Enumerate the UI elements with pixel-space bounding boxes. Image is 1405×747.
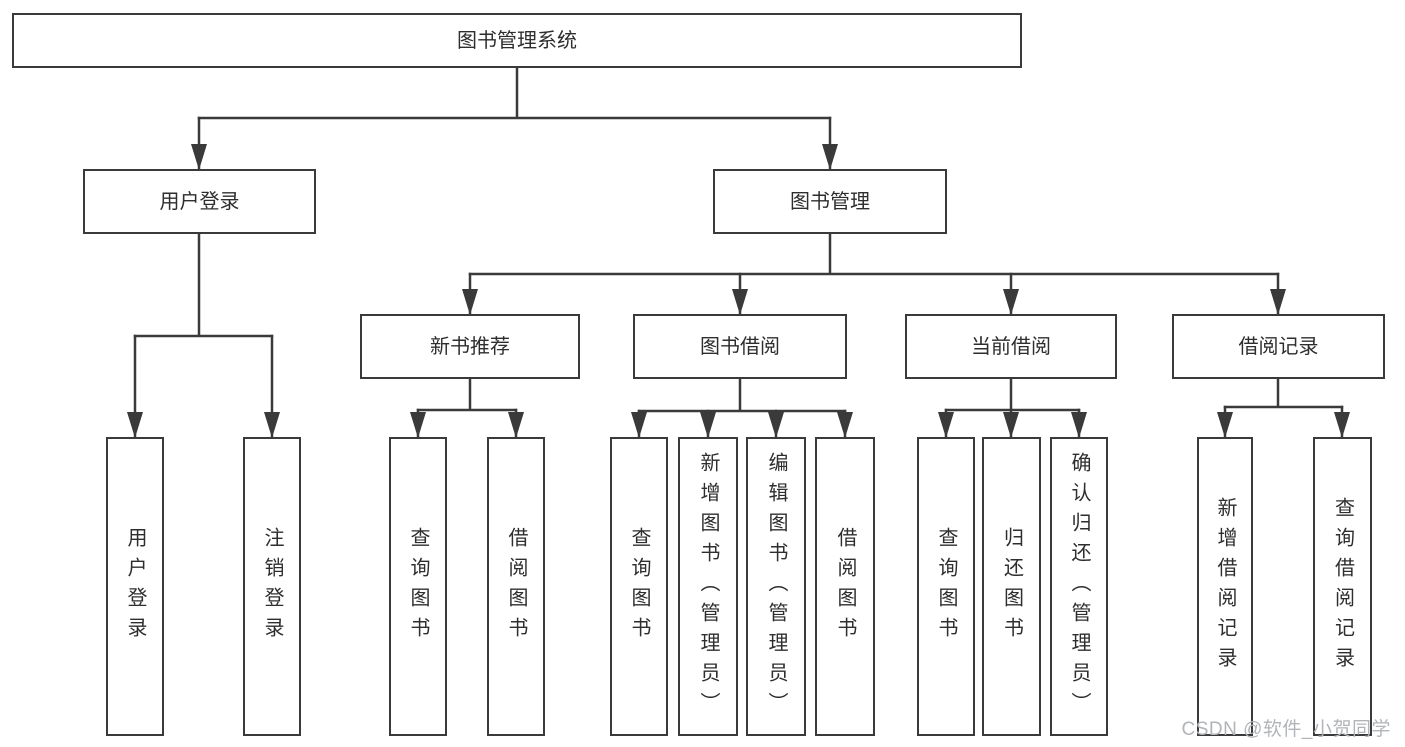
node-confirm-return-admin: 确认归还（管理员） [1050,437,1108,736]
node-add-books-admin: 新增图书（管理员） [678,437,738,736]
node-add-borrow-record: 新增借阅记录 [1197,437,1253,736]
node-label: 借阅记录 [1238,335,1319,358]
node-label: 图书借阅 [700,335,780,358]
node-label: 图书管理系统 [457,29,577,52]
node-query-books-current: 查询图书 [917,437,975,736]
node-label: 确认归还（管理员） [1068,451,1090,722]
node-label: 新书推荐 [430,335,510,358]
node-new-book-recommendation: 新书推荐 [360,314,580,379]
node-user-login-action: 用户登录 [106,437,164,736]
node-label: 当前借阅 [971,335,1051,358]
node-query-borrow-record: 查询借阅记录 [1313,437,1372,736]
node-borrowing-records: 借阅记录 [1172,314,1385,379]
node-user-login: 用户登录 [83,169,316,234]
node-label: 用户登录 [124,526,146,647]
node-book-management: 图书管理 [713,169,947,234]
node-current-borrowing: 当前借阅 [905,314,1117,379]
node-label: 归还图书 [1000,526,1023,647]
node-label: 借阅图书 [834,526,856,647]
node-logout: 注销登录 [243,437,301,736]
node-library-management-system: 图书管理系统 [12,13,1022,68]
node-label: 注销登录 [261,526,283,647]
node-label: 查询借阅记录 [1331,496,1354,677]
node-label: 借阅图书 [505,526,527,647]
node-label: 编辑图书（管理员） [765,451,787,722]
node-label: 查询图书 [628,526,650,647]
node-query-books-borrowing: 查询图书 [610,437,668,736]
node-label: 新增图书（管理员） [697,451,719,722]
node-query-books-recommendation: 查询图书 [389,437,447,736]
node-return-books: 归还图书 [982,437,1041,736]
watermark: CSDN @软件_小贺同学 [1181,719,1391,740]
node-label: 用户登录 [159,190,240,213]
node-label: 查询图书 [407,526,429,647]
node-label: 图书管理 [790,190,870,213]
node-borrow-books-recommendation: 借阅图书 [487,437,545,736]
node-label: 查询图书 [935,526,957,647]
node-edit-books-admin: 编辑图书（管理员） [746,437,806,736]
node-label: 新增借阅记录 [1214,496,1236,677]
node-book-borrowing: 图书借阅 [633,314,847,379]
node-borrow-books-borrowing: 借阅图书 [815,437,875,736]
